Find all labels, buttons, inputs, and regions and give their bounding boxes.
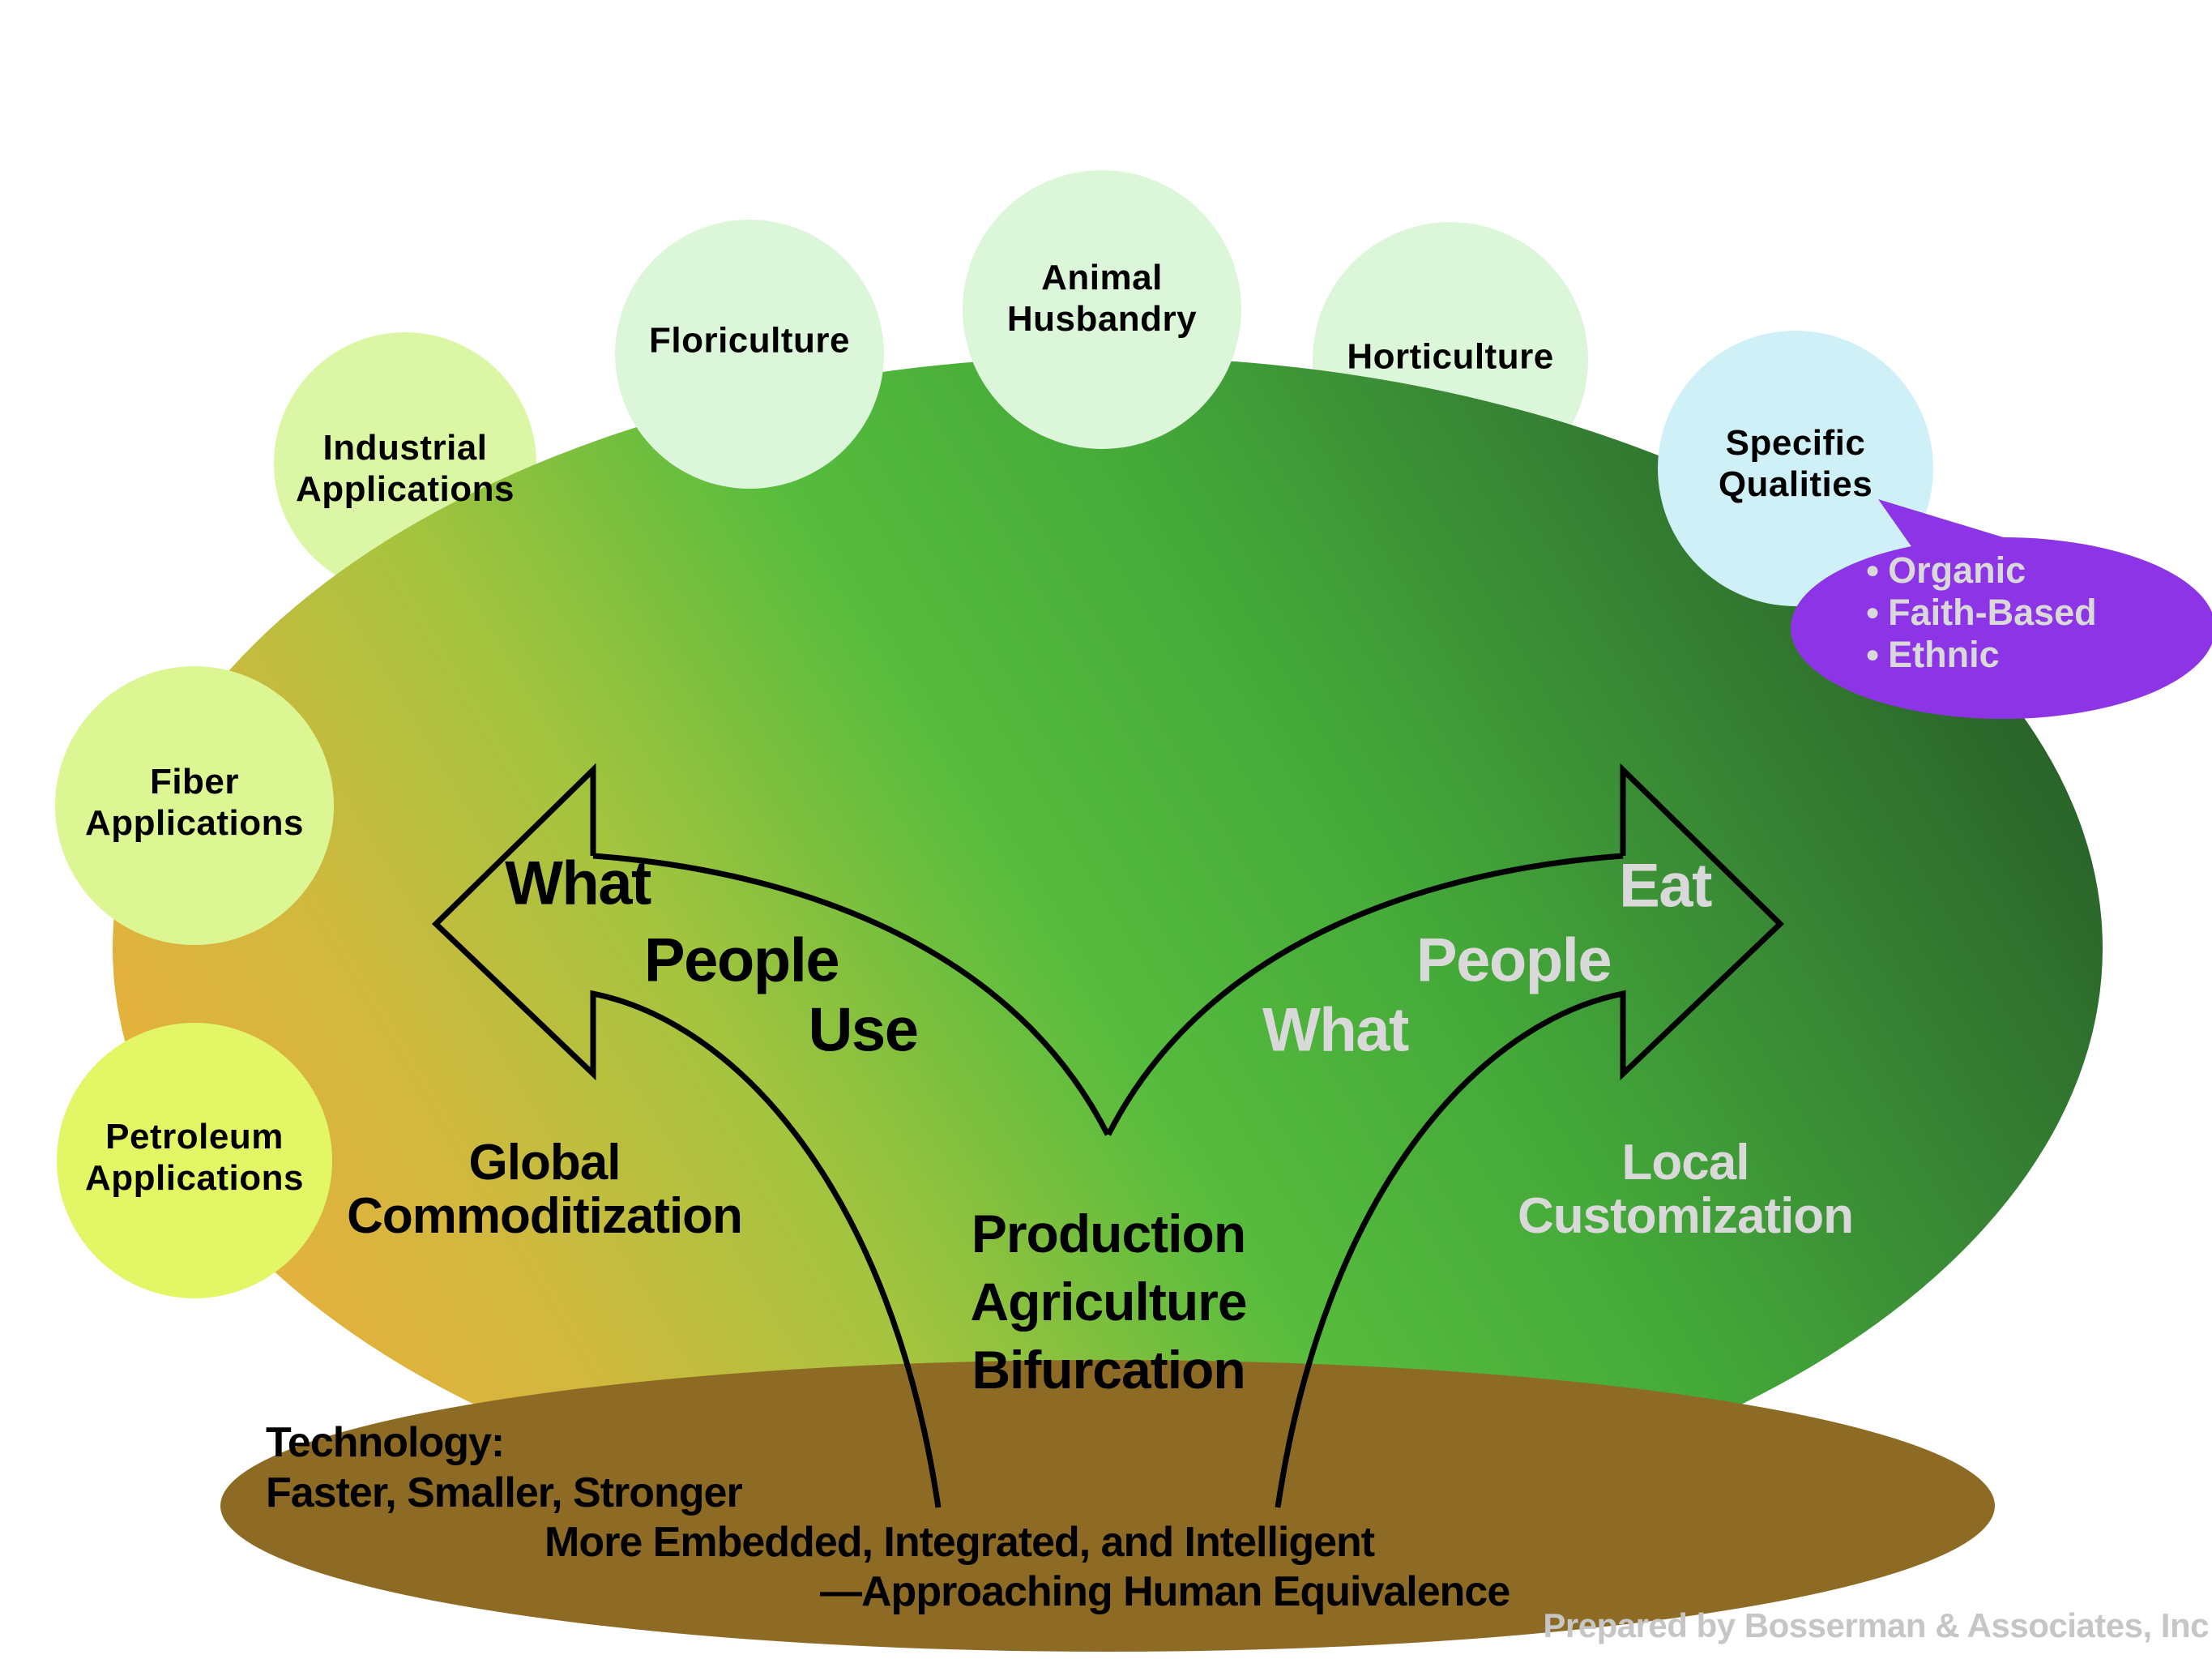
label-line: Customization xyxy=(1517,1188,1854,1244)
bubble-item: ● Ethnic xyxy=(1865,634,2097,676)
circle-petroleum-applications xyxy=(57,1023,332,1298)
bubble-balloon xyxy=(1791,537,2212,719)
label-line: Commoditization xyxy=(347,1188,743,1244)
main-ellipse xyxy=(113,357,2103,1540)
bubble-item: ● Organic xyxy=(1865,549,2097,592)
credit-line: Prepared by Bosserman & Associates, Inc xyxy=(1543,1606,2209,1644)
bullet-icon: ● xyxy=(1865,557,1881,584)
label-line: Industrial xyxy=(322,427,488,468)
bullet-icon: ● xyxy=(1865,599,1881,626)
label-industrial-applications: Industrial Applications xyxy=(296,427,515,510)
label-line: Animal xyxy=(1041,257,1163,297)
bullet-icon: ● xyxy=(1865,641,1881,668)
left-arrow-word-what: What xyxy=(505,849,651,918)
circle-floriculture xyxy=(615,220,884,489)
label-fiber-applications: Fiber Applications xyxy=(85,761,304,844)
label-line: Horticulture xyxy=(1347,336,1554,377)
technology-line-more-embedded: More Embedded, Integrated, and Intellige… xyxy=(544,1519,1375,1566)
label-line: Local xyxy=(1621,1135,1750,1191)
label-line: Qualities xyxy=(1718,464,1873,504)
label-floriculture: Floriculture xyxy=(649,319,850,361)
circle-specific-qualities xyxy=(1658,331,1933,606)
label-line: Production xyxy=(971,1204,1246,1263)
bubble-item-label: Faith-Based xyxy=(1888,592,2097,633)
circle-animal-husbandry xyxy=(963,170,1241,449)
right-arrow-word-people: People xyxy=(1416,926,1612,995)
technology-line-faster-smaller-stronger: Faster, Smaller, Stronger xyxy=(266,1469,743,1516)
label-line: Agriculture xyxy=(970,1272,1247,1332)
label-line: Bifurcation xyxy=(971,1340,1245,1400)
label-animal-husbandry: Animal Husbandry xyxy=(1007,257,1197,340)
label-line: Global xyxy=(468,1135,621,1191)
label-line: Applications xyxy=(84,803,305,843)
label-petroleum-applications: Petroleum Applications xyxy=(85,1116,304,1199)
bubble-item: ● Faith-Based xyxy=(1865,592,2097,634)
label-line: Specific xyxy=(1725,422,1866,463)
label-line: Fiber xyxy=(149,761,240,802)
label-local-customization: Local Customization xyxy=(1517,1135,1854,1244)
label-specific-qualities: Specific Qualities xyxy=(1719,422,1873,505)
label-line: Applications xyxy=(295,469,515,509)
left-arrow-word-use: Use xyxy=(808,995,919,1065)
label-production-agriculture-bifurcation: Production Agriculture Bifurcation xyxy=(970,1199,1247,1404)
soil-ellipse xyxy=(220,1360,1995,1652)
right-arrow-shape xyxy=(1105,763,1785,1508)
bubble-list: ● Organic ● Faith-Based ● Ethnic xyxy=(1865,549,2097,676)
right-arrow-word-what: What xyxy=(1262,995,1409,1065)
label-global-commoditization: Global Commoditization xyxy=(347,1135,743,1244)
label-line: Husbandry xyxy=(1006,299,1198,339)
bubble-item-label: Ethnic xyxy=(1888,634,2000,675)
right-arrow-word-eat: Eat xyxy=(1619,851,1712,921)
circle-fiber-applications xyxy=(55,666,334,945)
technology-line-approaching-human-equivalence: —Approaching Human Equivalence xyxy=(820,1568,1510,1615)
bubble-item-label: Organic xyxy=(1888,549,2026,591)
technology-heading: Technology: xyxy=(266,1419,505,1466)
label-line: Applications xyxy=(84,1158,305,1198)
left-arrow-word-people: People xyxy=(643,926,840,995)
label-line: Petroleum xyxy=(105,1116,284,1157)
left-arrow-shape xyxy=(431,763,1111,1508)
label-line: Floriculture xyxy=(648,320,851,361)
label-horticulture: Horticulture xyxy=(1347,336,1553,377)
